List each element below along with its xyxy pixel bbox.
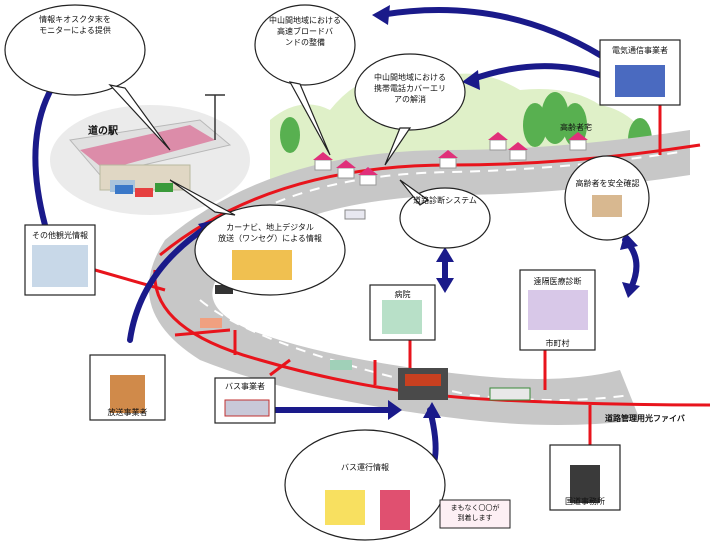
- bubble-tails: [108, 81, 430, 216]
- bus-stop-shelter: [398, 368, 448, 400]
- label-broadcaster: 放送事業者: [107, 408, 148, 417]
- label-elderly: 高齢者を安全確認: [575, 179, 640, 188]
- antenna-tower: [205, 94, 225, 140]
- label-fiber: 道路管理用光ファイバ: [605, 414, 685, 423]
- label-municipal: 遠隔医療診断: [533, 277, 582, 286]
- label-bus-notice: まもなく〇〇が到着します: [450, 504, 500, 522]
- label-car-navi: カーナビ、地上デジタル放送（ワンセグ）による情報: [218, 223, 322, 243]
- label-mobile: 中山間地域における携帯電話カバーエリアの解消: [374, 73, 446, 104]
- label-info-terminal: 情報キオスクタ末をモニターによる提供: [39, 15, 111, 35]
- building-glyphs: [32, 65, 665, 530]
- parked-cars: [115, 183, 173, 197]
- label-other-info: その他観光情報: [32, 231, 88, 240]
- bubble-broadband: [254, 4, 356, 86]
- label-hospital: 病院: [394, 290, 411, 299]
- roadside-station-ground: [50, 105, 250, 215]
- label-road-office: 国道事務所: [565, 497, 605, 506]
- label-bus-company: バス事業者: [225, 382, 265, 391]
- tree-group: [280, 92, 652, 162]
- label-municipal-sub: 市町村: [545, 339, 570, 348]
- label-road-diag: 道路診断システム: [413, 196, 477, 205]
- label-telecom: 電気通信事業者: [612, 46, 668, 55]
- bubble-bus-notice-box: [439, 499, 511, 529]
- houses: [313, 132, 588, 186]
- label-roadside-station: 道の駅: [88, 126, 118, 137]
- label-broadband: 中山間地域における高速ブロードバンドの整備: [269, 16, 341, 47]
- bubble-mobile: [354, 53, 466, 131]
- label-elderly-house: 高齢者宅: [560, 123, 592, 132]
- road-surface: [148, 130, 691, 425]
- bubble-info-terminal: [4, 4, 146, 96]
- label-bus-info: バス運行情報: [341, 463, 389, 472]
- road-cars: [200, 209, 531, 401]
